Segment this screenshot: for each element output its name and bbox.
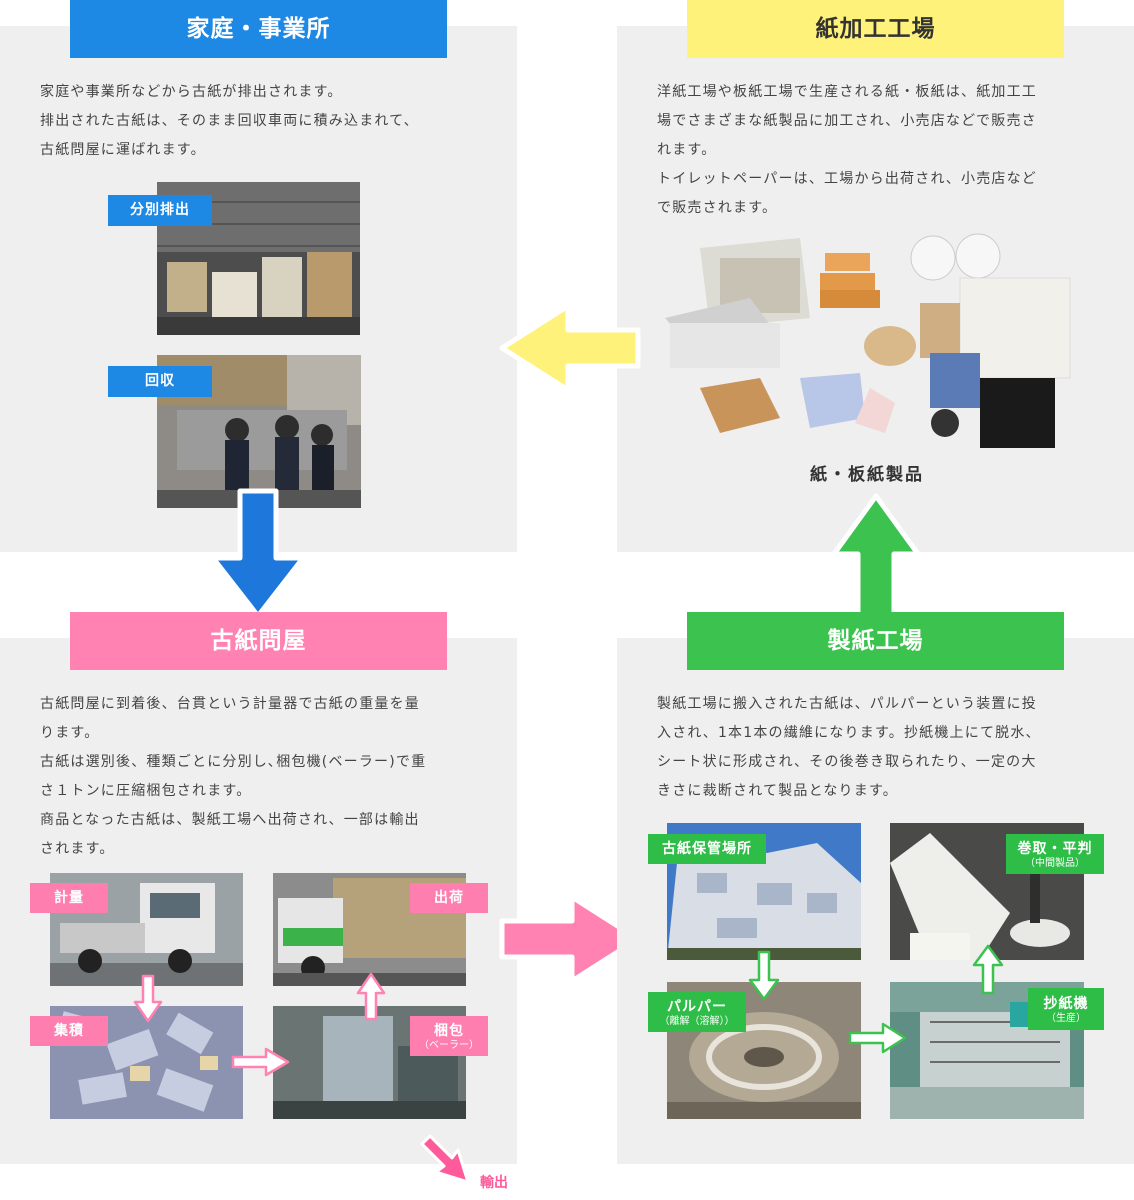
arrow-left-yellow <box>496 302 644 394</box>
label-baling-main: 梱包 <box>434 1023 464 1039</box>
arrow-right-small-pink <box>231 1047 291 1077</box>
desc-wastepaper-dealer: 古紙問屋に到着後、台貫という計量器で古紙の重量を量 ります。 古紙は選別後、種類… <box>40 696 427 857</box>
caption-paper-products: 紙・板紙製品 <box>810 465 924 485</box>
title-households: 家庭・事業所 <box>70 0 447 58</box>
label-sorted-disposal: 分別排出 <box>108 195 212 226</box>
photo-baling <box>273 1006 466 1119</box>
label-storage: 古紙保管場所 <box>648 834 766 864</box>
label-paper-machine-main: 抄紙機 <box>1043 996 1089 1012</box>
arrow-down-small-pink <box>133 974 163 1024</box>
label-shipping: 出荷 <box>410 883 488 913</box>
label-rolls-sheets-main: 巻取・平判 <box>1017 841 1093 857</box>
label-accumulation: 集積 <box>30 1016 108 1046</box>
label-rolls-sheets-sub: （中間製品） <box>1025 858 1085 869</box>
arrow-right-pink <box>496 893 644 985</box>
label-rolls-sheets: 巻取・平判 （中間製品） <box>1006 834 1104 874</box>
title-paper-mill: 製紙工場 <box>687 612 1064 670</box>
desc-paper-converting: 洋紙工場や板紙工場で生産される紙・板紙は、紙加工工 場でさまざまな紙製品に加工さ… <box>657 84 1037 216</box>
photo-shipping <box>273 873 466 986</box>
arrow-right-small-green <box>848 1022 908 1054</box>
label-pulper-sub: （離解（溶解）） <box>659 1016 735 1027</box>
photo-paper-products <box>660 228 1080 456</box>
title-paper-converting: 紙加工工場 <box>687 0 1064 58</box>
label-baling: 梱包 （ベーラー） <box>410 1016 488 1056</box>
title-wastepaper-dealer: 古紙問屋 <box>70 612 447 670</box>
desc-households: 家庭や事業所などから古紙が排出されます。 排出された古紙は、そのまま回収車両に積… <box>40 84 419 158</box>
label-paper-machine-sub: （生産） <box>1046 1013 1086 1024</box>
desc-paper-mill: 製紙工場に搬入された古紙は、パルパーという装置に投 入され、1本1本の繊維になり… <box>657 696 1041 799</box>
photo-rolls-sheets <box>890 823 1084 960</box>
label-pulper-main: パルパー <box>667 999 727 1015</box>
label-weighing: 計量 <box>30 883 108 913</box>
arrow-up-small-pink <box>356 972 386 1022</box>
label-collection: 回収 <box>108 366 212 397</box>
label-export: 輸出 <box>480 1175 508 1191</box>
photo-storage <box>667 823 861 960</box>
arrow-down-small-green <box>748 950 780 1002</box>
arrow-down-blue <box>208 488 308 620</box>
arrow-up-green <box>830 492 922 620</box>
arrow-export <box>416 1130 472 1186</box>
label-baling-sub: （ベーラー） <box>419 1040 479 1051</box>
photo-paper-machine <box>890 982 1084 1119</box>
label-paper-machine: 抄紙機 （生産） <box>1028 988 1104 1030</box>
arrow-up-small-green <box>972 944 1004 996</box>
label-pulper: パルパー （離解（溶解）） <box>648 992 746 1032</box>
